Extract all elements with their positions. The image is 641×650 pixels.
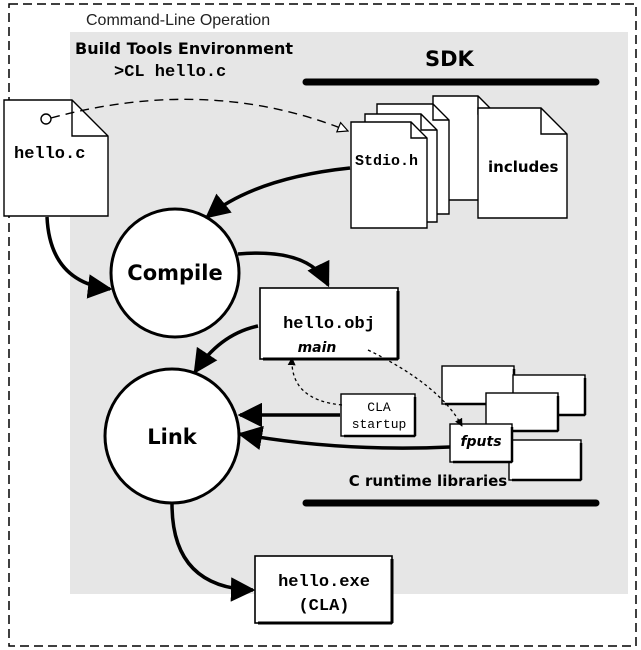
command-line-title: Command-Line Operation — [86, 12, 270, 29]
fputs-box: fputs — [449, 423, 514, 464]
includes-file: includes — [477, 107, 568, 219]
compile-label: Compile — [127, 261, 222, 285]
stdio-h-label: Stdio.h — [355, 153, 418, 170]
cla-startup-line2: startup — [352, 417, 407, 432]
command-line-frame — [8, 3, 637, 647]
stdio-to-compile-arrow — [205, 166, 351, 219]
cla-output-label: (CLA) — [298, 597, 349, 616]
compile-node — [109, 207, 241, 339]
compile-to-obj-arrow — [237, 251, 330, 288]
cla-startup-box: CLA startup — [340, 393, 417, 438]
build-command: >CL hello.c — [114, 63, 226, 82]
build-environment-title: Build Tools Environment — [75, 39, 293, 58]
hello-c-label: hello.c — [14, 145, 85, 164]
stdio-h-file: Stdio.h — [350, 121, 428, 229]
link-to-exe-arrow — [170, 503, 256, 602]
hello-exe-box: hello.exe (CLA) — [254, 555, 394, 625]
cla-startup-line1: CLA — [367, 400, 391, 415]
hello-c-to-compile-arrow — [45, 216, 113, 299]
runtime-library-boxes — [441, 365, 587, 482]
obj-to-link-arrow — [193, 324, 259, 375]
include-reference-arrow — [50, 98, 348, 131]
runtime-libraries-label: C runtime libraries — [349, 472, 508, 490]
sdk-label: SDK — [425, 47, 475, 71]
fputs-symbol: fputs — [460, 434, 501, 450]
hello-exe-label: hello.exe — [278, 573, 370, 592]
link-label: Link — [147, 425, 198, 449]
hello-c-file: hello.c — [3, 99, 109, 217]
hello-obj-box: hello.obj main — [259, 287, 400, 361]
hello-obj-label: hello.obj — [283, 315, 375, 334]
runtime-to-link-arrow — [237, 425, 451, 450]
includes-label: includes — [488, 158, 558, 176]
main-symbol: main — [298, 340, 337, 356]
include-reference-dot — [40, 113, 52, 125]
